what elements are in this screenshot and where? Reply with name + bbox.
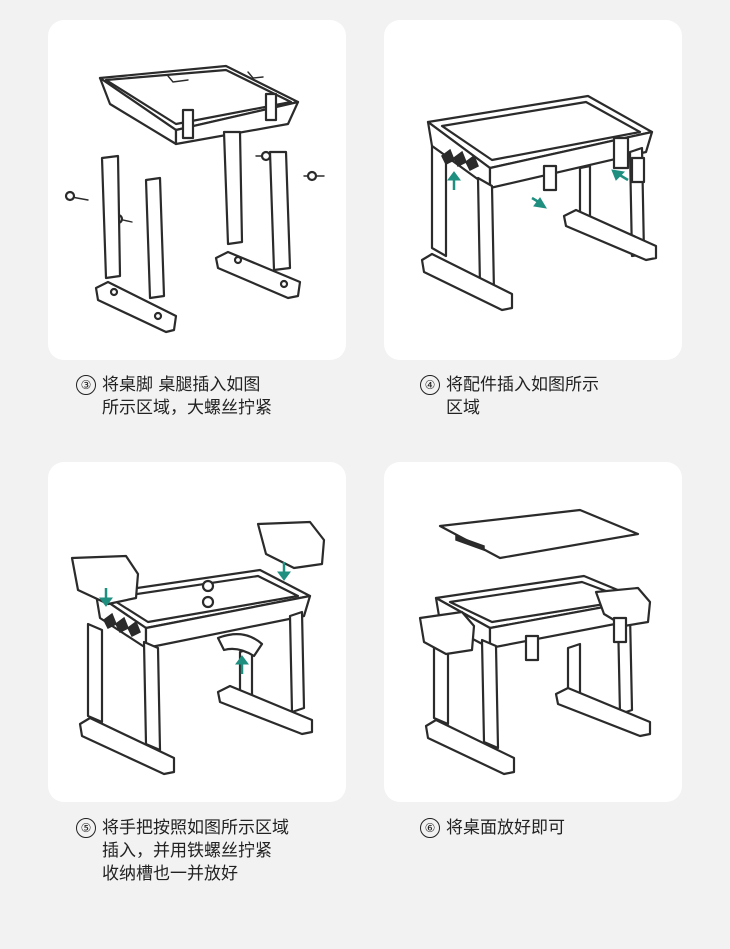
step-5-illustration (48, 462, 346, 802)
step-5-number: ⑤ (76, 818, 96, 838)
step-3-number: ③ (76, 375, 96, 395)
step-6-line-1: 将桌面放好即可 (446, 818, 565, 838)
tabletop-drawing (418, 508, 652, 776)
frame-legs-exploded-drawing (64, 64, 325, 334)
step-6-caption: ⑥ 将桌面放好即可 (420, 817, 565, 840)
step-4-caption: ④ 将配件插入如图所示 区域 (420, 374, 599, 420)
step-6-illustration (384, 462, 682, 802)
handle-slots (441, 148, 479, 172)
table-feet (424, 686, 652, 776)
step-5-line-3: 收纳槽也一并放好 (102, 864, 238, 884)
tabletop (438, 508, 640, 560)
step-3-illustration (48, 20, 346, 360)
table-frame (426, 94, 654, 190)
table-feet (94, 250, 302, 334)
step-3-line-1: 将桌脚 桌腿插入如图 (102, 375, 261, 395)
brackets (524, 616, 628, 662)
table-frame (98, 64, 300, 146)
step-4-line-2: 区域 (446, 398, 480, 418)
handles-trays-drawing (70, 520, 326, 776)
handle-slots (103, 612, 141, 638)
step-4-illustration (384, 20, 682, 360)
table-legs (432, 612, 634, 750)
brackets (542, 136, 646, 192)
step-4-line-1: 将配件插入如图所示 (446, 375, 599, 395)
storage-trays (70, 520, 326, 606)
table-feet (78, 684, 314, 776)
table-legs (86, 610, 306, 752)
step-5-line-2: 插入，并用铁螺丝拧紧 (102, 841, 272, 861)
handle (201, 579, 264, 658)
table-feet (420, 208, 658, 312)
direction-arrows (447, 169, 629, 209)
step-5-caption: ⑤ 将手把按照如图所示区域 插入，并用铁螺丝拧紧 收纳槽也一并放好 (76, 817, 289, 886)
step-4-number: ④ (420, 375, 440, 395)
step-3-caption: ③ 将桌脚 桌腿插入如图 所示区域，大螺丝拧紧 (76, 374, 272, 420)
frame-accessories-drawing (420, 94, 658, 312)
step-5-line-1: 将手把按照如图所示区域 (102, 818, 289, 838)
direction-arrows (99, 562, 291, 674)
storage-trays (418, 586, 652, 656)
table-legs (100, 130, 292, 300)
step-6-number: ⑥ (420, 818, 440, 838)
step-3-line-2: 所示区域，大螺丝拧紧 (102, 398, 272, 418)
